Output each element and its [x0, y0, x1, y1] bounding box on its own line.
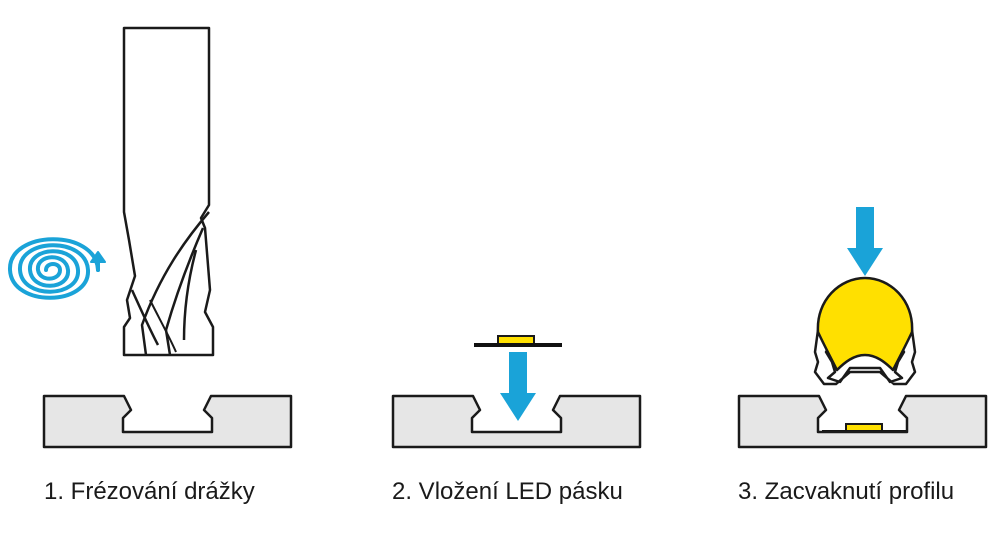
- step-3-label: 3. Zacvaknutí profilu: [738, 478, 955, 505]
- step-1-illustration: [7, 26, 293, 449]
- milling-cutter-icon: [122, 26, 215, 357]
- step-1-label: 1. Frézování drážky: [44, 478, 255, 505]
- led-strip-icon: [474, 335, 562, 347]
- rotation-spiral-icon: [7, 237, 106, 300]
- workpiece-board-3: [737, 394, 988, 449]
- press-arrow-icon: [847, 207, 883, 276]
- diffuser-profile-icon: [813, 276, 917, 386]
- insert-arrow-icon: [500, 352, 536, 421]
- workpiece-board-1: [42, 394, 293, 449]
- workpiece-board-2: [391, 394, 642, 449]
- step-2-illustration: [391, 335, 642, 449]
- step-2-label: 2. Vložení LED pásku: [392, 478, 623, 505]
- step-3-illustration: [737, 207, 988, 449]
